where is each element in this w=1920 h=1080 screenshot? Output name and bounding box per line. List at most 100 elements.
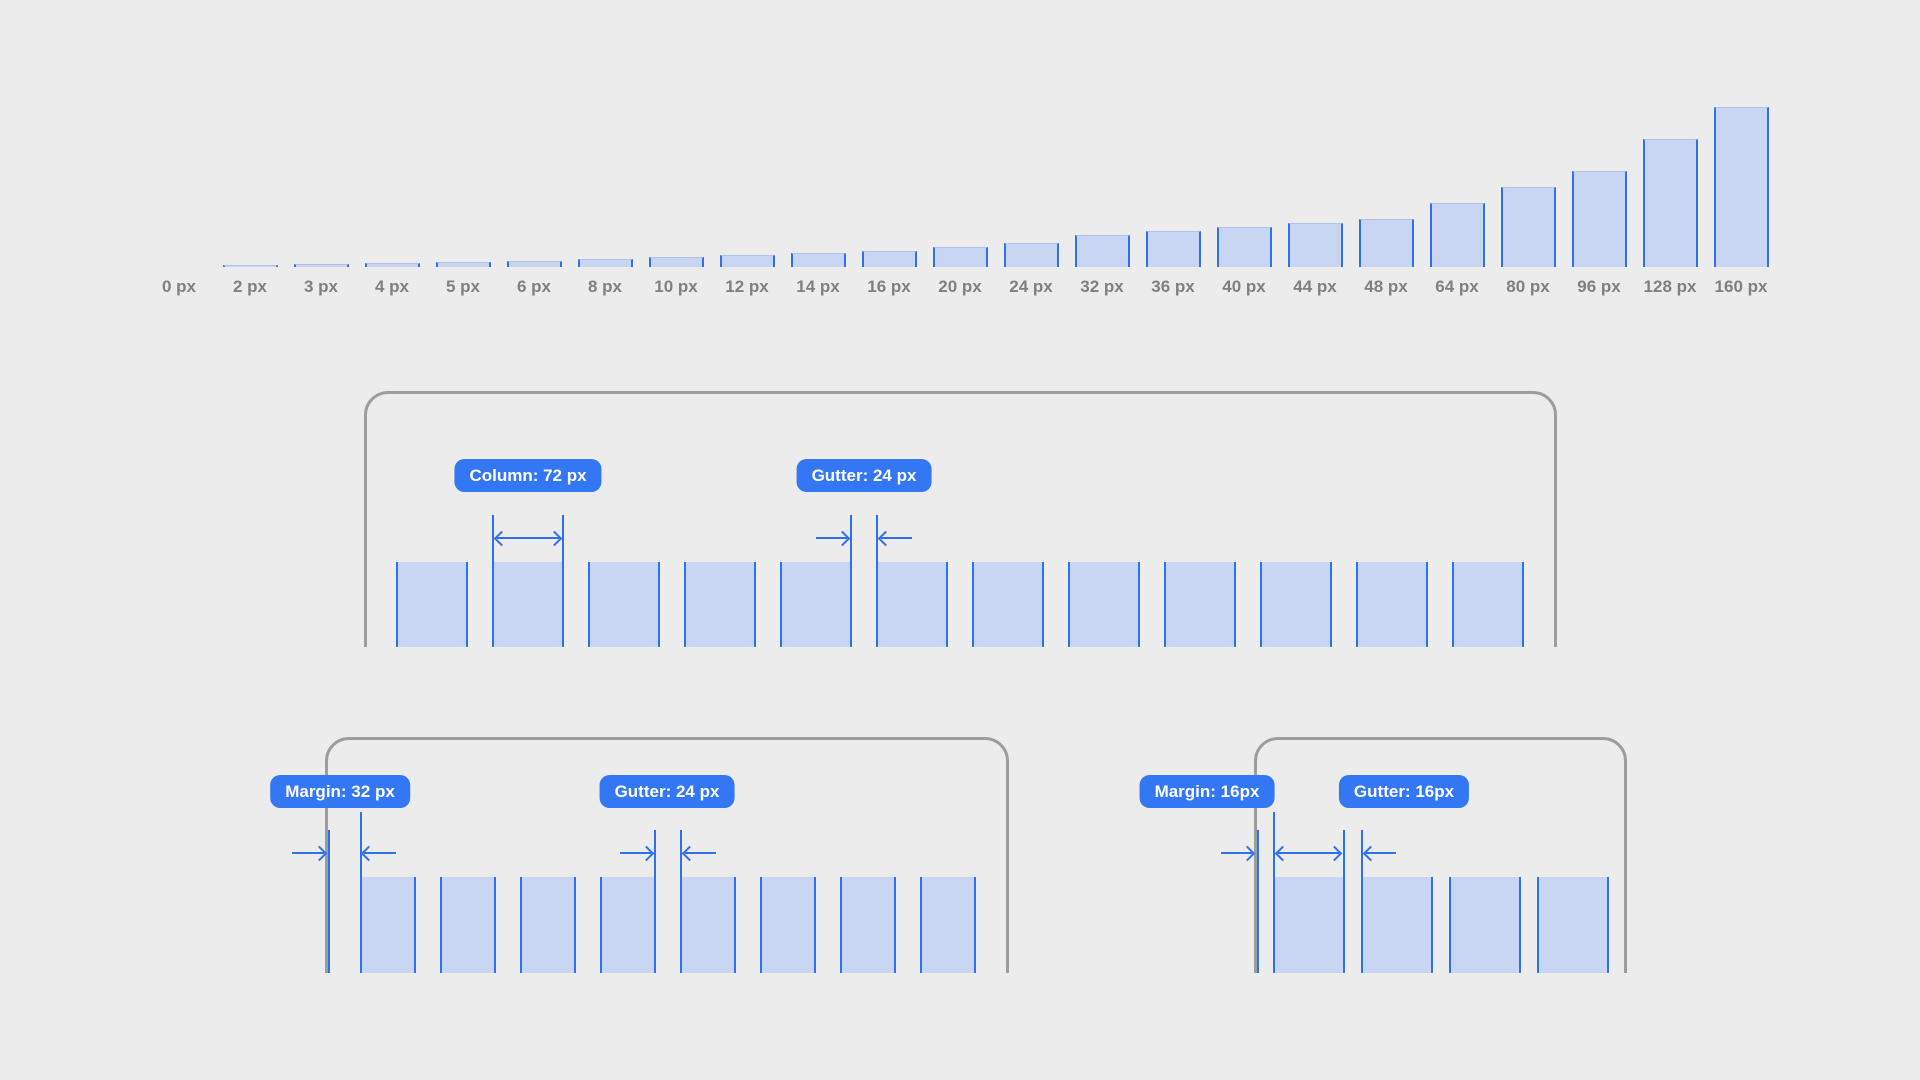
spacing-bar [1713,107,1769,267]
spacing-bar [932,247,988,267]
spacing-bar [1074,235,1130,267]
spacing-label: 8 px [587,277,623,296]
spacing-scale-item: 96 px [1571,171,1627,297]
grid-columns-row [328,877,1006,973]
grid-column [780,562,852,647]
measure-line [876,515,878,647]
grid-columns-row [1257,877,1625,973]
spacing-label: 20 px [938,277,982,296]
spacing-label: 4 px [374,277,410,296]
measure-line [654,830,656,973]
grid-column [684,562,756,647]
spacing-scale-item: 128 px [1642,139,1698,297]
layout-frame [364,391,1557,647]
spacing-label: 10 px [654,277,698,296]
grid-column [760,877,816,973]
spacing-bar [293,264,349,267]
measure-line [1361,830,1363,973]
grid-column [520,877,576,973]
spacing-bar [1642,139,1698,267]
spacing-bar [1216,227,1272,267]
grid-column [1452,562,1524,647]
gutter-badge: Gutter: 24 px [796,459,932,492]
spacing-label: 64 px [1435,277,1479,296]
spacing-scale-item: 44 px [1287,223,1343,297]
spacing-bar [506,261,562,267]
spacing-bar [1003,243,1059,267]
spacing-bar [648,257,704,267]
spacing-scale-item: 80 px [1500,187,1556,297]
measure-line [328,830,330,973]
spacing-scale-item: 2 px [222,265,278,297]
spacing-label: 2 px [232,277,268,296]
grid-column [588,562,660,647]
grid-column [840,877,896,973]
spacing-bar [222,265,278,267]
margin-32-demo: Margin: 32 px Gutter: 24 px [250,735,1050,973]
spacing-label: 6 px [516,277,552,296]
spacing-bar [1287,223,1343,267]
arrow-left-icon [1366,852,1396,854]
spacing-scale-item: 12 px [719,255,775,297]
margin-badge: Margin: 32 px [270,775,410,808]
arrow-double-icon [497,537,559,539]
spacing-scale-item: 36 px [1145,231,1201,297]
measure-line [1257,830,1259,973]
grid-column [876,562,948,647]
arrow-left-icon [685,852,716,854]
grid-column [680,877,736,973]
spacing-bar [1358,219,1414,267]
spacing-bar [1571,171,1627,267]
spacing-label: 40 px [1222,277,1266,296]
spacing-label: 24 px [1009,277,1053,296]
grid-columns-row [367,562,1554,647]
measure-line [360,812,362,973]
spacing-scale-item: 48 px [1358,219,1414,297]
gutter-badge: Gutter: 16px [1338,775,1470,808]
arrow-left-icon [881,537,912,539]
spacing-bar [435,262,491,267]
spacing-label: 128 px [1643,277,1697,296]
spacing-scale-item: 64 px [1429,203,1485,297]
spacing-scale-item: 6 px [506,261,562,297]
grid-column [1356,562,1428,647]
margin-badge: Margin: 16px [1139,775,1275,808]
spacing-label: 32 px [1080,277,1124,296]
measure-line [1343,830,1345,973]
spacing-bar [577,259,633,267]
measure-line [1273,812,1275,973]
measure-line [492,515,494,647]
grid-column [1449,877,1521,973]
grid-column [1537,877,1609,973]
measure-line [562,515,564,647]
spacing-label: 160 px [1714,277,1768,296]
spacing-scale-item: 32 px [1074,235,1130,297]
spacing-bar [861,251,917,267]
spacing-bar [1429,203,1485,267]
grid-column [1164,562,1236,647]
spacing-scale-item: 10 px [648,257,704,297]
spacing-scale-item: 5 px [435,262,491,297]
spacing-scale-item: 4 px [364,263,420,297]
measure-line [850,515,852,647]
spacing-scale-item: 8 px [577,259,633,297]
spacing-label: 3 px [303,277,339,296]
arrow-left-icon [1278,852,1309,854]
arrow-left-icon [364,852,396,854]
spacing-label: 0 px [161,277,197,296]
layout-frame [325,737,1009,973]
spacing-bar [1500,187,1556,267]
spacing-label: 5 px [445,277,481,296]
spacing-label: 96 px [1577,277,1621,296]
grid-column [1361,877,1433,973]
grid-column [1260,562,1332,647]
spacing-label: 36 px [1151,277,1195,296]
grid-column [1273,877,1345,973]
arrow-right-icon [1309,852,1339,854]
measure-line [680,830,682,973]
grid-column [440,877,496,973]
grid-column [492,562,564,647]
grid-column [360,877,416,973]
layout-frame [1254,737,1627,973]
